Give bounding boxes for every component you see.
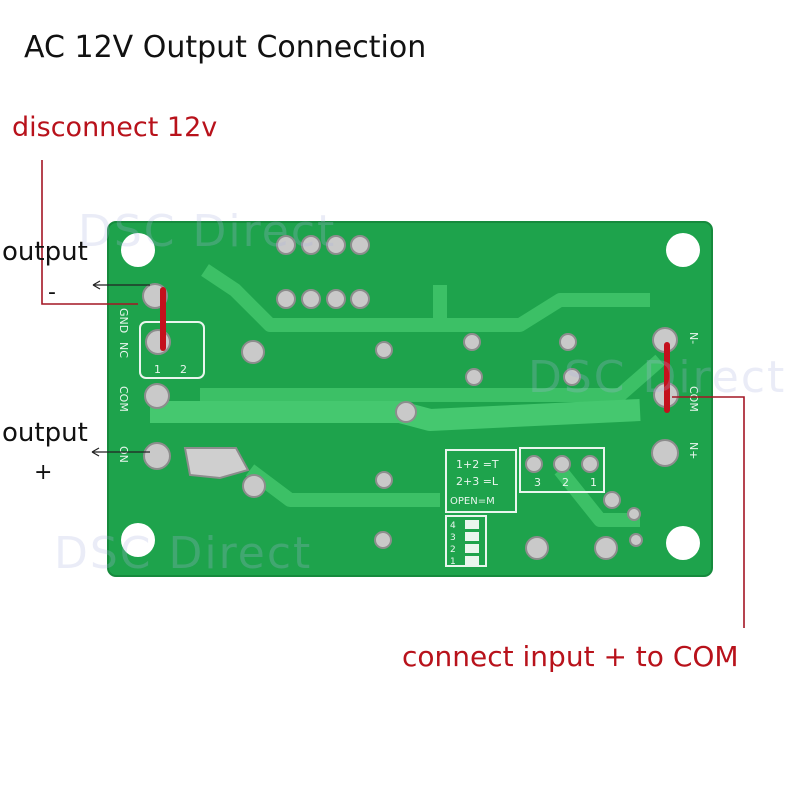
watermark-right: DSC Direct — [528, 352, 787, 403]
mode-legend-line-3: OPEN=M — [450, 496, 495, 507]
dip-number-3: 3 — [450, 533, 456, 543]
output-minus-sign: - — [48, 280, 56, 305]
terminal-label-n-plus: N+ — [687, 442, 700, 459]
watermark-bottom: DSC Direct — [54, 528, 313, 579]
jumper-number-2: 2 — [180, 363, 187, 376]
jumper-number-1: 1 — [154, 363, 161, 376]
terminal-label-n-minus: N- — [687, 332, 700, 344]
output-minus-arrow — [92, 280, 150, 290]
header-number-2: 2 — [562, 476, 569, 489]
watermark-top: DSC Direct — [78, 206, 337, 257]
terminal-label-on: ON — [117, 446, 130, 463]
header-number-1: 1 — [590, 476, 597, 489]
connect-input-label: connect input + to COM — [402, 640, 739, 673]
dip-number-1: 1 — [450, 557, 456, 567]
terminal-label-gnd: GND — [117, 308, 130, 333]
terminal-label-nc: NC — [117, 342, 130, 358]
dip-number-2: 2 — [450, 545, 456, 555]
connect-leader-line — [672, 396, 745, 628]
mode-legend-line-1: 1+2 =T — [456, 458, 499, 471]
output-plus-arrow — [91, 447, 150, 457]
page-title: AC 12V Output Connection — [24, 30, 427, 65]
disconnect-label: disconnect 12v — [12, 112, 218, 143]
terminal-label-com-left: COM — [117, 386, 130, 412]
output-plus-label: output — [2, 418, 88, 448]
header-number-3: 3 — [534, 476, 541, 489]
mode-legend-line-2: 2+3 =L — [456, 475, 499, 488]
output-minus-label: output — [2, 237, 88, 267]
disconnect-leader-line — [41, 160, 138, 305]
terminal-label-com-right: COM — [687, 386, 700, 412]
output-plus-sign: + — [34, 460, 53, 485]
dip-number-4: 4 — [450, 521, 456, 531]
